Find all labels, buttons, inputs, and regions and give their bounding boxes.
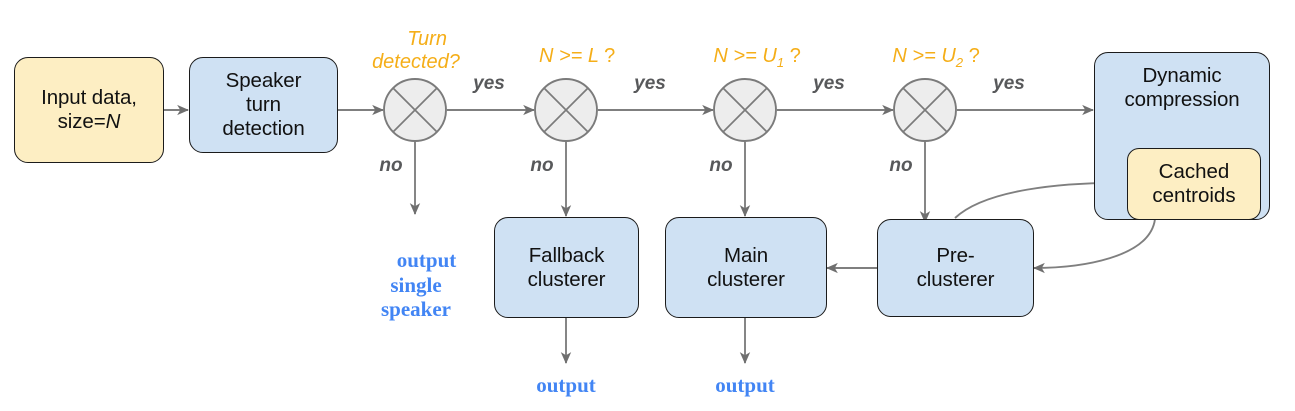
decision-node-n-ge-u1 [713,78,777,142]
edge-label-yes-2: yes [634,73,666,94]
condition-label-n-ge-l: N >= L ? [506,22,626,92]
node-pre-clusterer[interactable]: Pre-clusterer [877,219,1034,317]
edge-dynamic-compression-to-pre [1033,218,1156,274]
edge-label-no-3: no [709,155,733,176]
node-input-data[interactable]: Input data,size=N [14,57,164,163]
output-label-fallback: output [536,373,596,397]
decision-node-turn-detected [383,78,447,142]
node-input-data-label: Input data,size=N [41,86,137,133]
edge-label-yes-1: yes [473,73,505,94]
edge-label-yes-3: yes [813,73,845,94]
decision-node-n-ge-u2 [893,78,957,142]
output-label-main: output [715,373,775,397]
condition-label-n-ge-u1: N >= U1 ? [684,22,808,94]
condition-label-n-ge-u2: N >= U2 ? [863,22,987,94]
node-pre-clusterer-label: Pre-clusterer [916,244,995,291]
decision-node-n-ge-l [534,78,598,142]
condition-expression-n-ge-l: N >= L ? [538,45,616,68]
edge-label-no-1: no [379,155,403,176]
edge-label-no-4: no [889,155,913,176]
edge-label-no-2: no [530,155,554,176]
condition-expression-n-ge-u2: N >= U2 ? [892,45,980,71]
condition-expression-n-ge-u1: N >= U1 ? [713,45,801,71]
edge-label-yes-4: yes [993,73,1025,94]
